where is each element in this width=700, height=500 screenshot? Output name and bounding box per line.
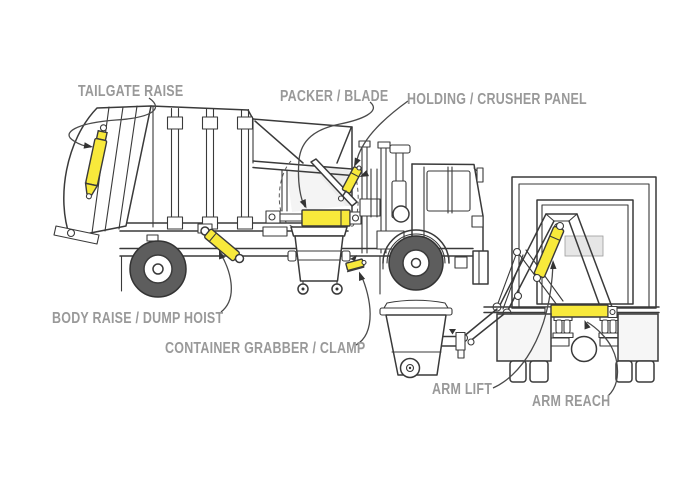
side-loader-wheels — [496, 313, 659, 383]
arm-lift-cylinder — [532, 221, 565, 283]
body-rib-3 — [236, 108, 254, 230]
cab-outline — [411, 163, 484, 252]
leader-packer-blade — [297, 101, 374, 208]
body-rib-2 — [201, 108, 219, 230]
leader-lines — [68, 97, 619, 397]
packer-cylinder — [265, 209, 362, 227]
label-arm-reach: ARM REACH — [532, 393, 611, 410]
side-loader-underbody — [544, 315, 626, 363]
leader-holding-crusher — [355, 100, 409, 164]
grabber-clamp-cylinder — [345, 255, 367, 273]
front-bumper — [472, 250, 489, 285]
rear-wheel — [129, 234, 187, 298]
air-tank — [392, 205, 410, 223]
differential — [570, 335, 598, 363]
label-tailgate-raise: TAILGATE RAISE — [78, 83, 184, 100]
label-body-raise-dump-hoist: BODY RAISE / DUMP HOIST — [52, 310, 224, 327]
label-arm-lift: ARM LIFT — [432, 381, 493, 398]
body-window — [564, 235, 604, 257]
label-container-grabber-clamp: CONTAINER GRABBER / CLAMP — [165, 340, 366, 357]
bin-lid — [379, 307, 453, 316]
leader-tailgate-raise — [68, 97, 157, 148]
packer-blade-panel — [310, 158, 358, 207]
bin-tub — [385, 314, 447, 376]
side-loader-body — [511, 176, 657, 309]
tailgate-raise-cylinder — [84, 124, 108, 200]
body-rib-1 — [166, 107, 184, 230]
arm-reach-cylinder — [544, 304, 618, 319]
reach-bracket-left — [552, 315, 574, 339]
label-holding-crusher-panel: HOLDING / CRUSHER PANEL — [407, 91, 587, 108]
label-packer-blade: PACKER / BLADE — [280, 88, 389, 105]
body-raise-cylinder — [197, 223, 245, 264]
leader-arm-lift — [492, 263, 554, 389]
front-wheel — [388, 235, 444, 291]
leader-container-grabber — [355, 274, 371, 346]
mirror — [476, 167, 484, 183]
front-fender — [382, 229, 450, 264]
hopper-carry-can — [287, 226, 351, 295]
wheelie-bin — [379, 299, 453, 379]
crusher-panel-cylinder — [337, 165, 363, 202]
leader-body-raise — [219, 252, 232, 313]
leader-arm-reach — [586, 321, 619, 397]
tailgate — [53, 105, 152, 245]
